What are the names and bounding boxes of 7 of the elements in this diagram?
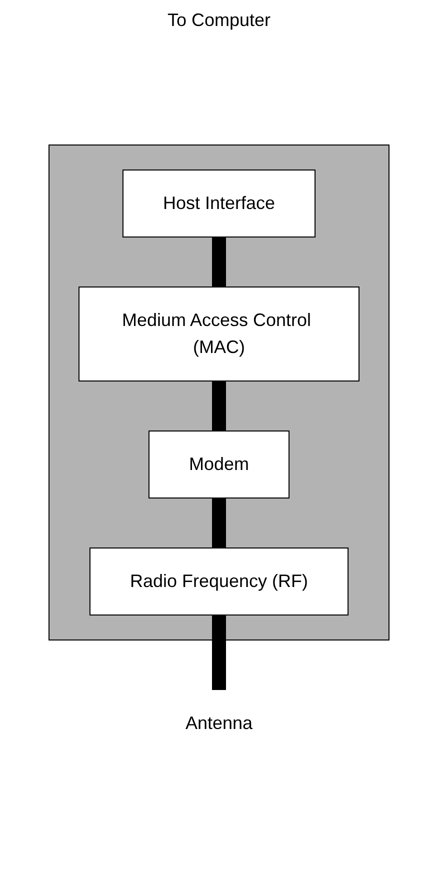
- node-box: Host Interface: [122, 170, 316, 238]
- node-text: Antenna: [185, 713, 253, 733]
- node-box: Modem: [148, 430, 290, 498]
- node-box: Radio Frequency (RF): [89, 548, 349, 616]
- caption-text: To Computer: [167, 10, 271, 30]
- cluster: [48, 144, 390, 640]
- node-box: Medium Access Control (MAC): [78, 286, 360, 382]
